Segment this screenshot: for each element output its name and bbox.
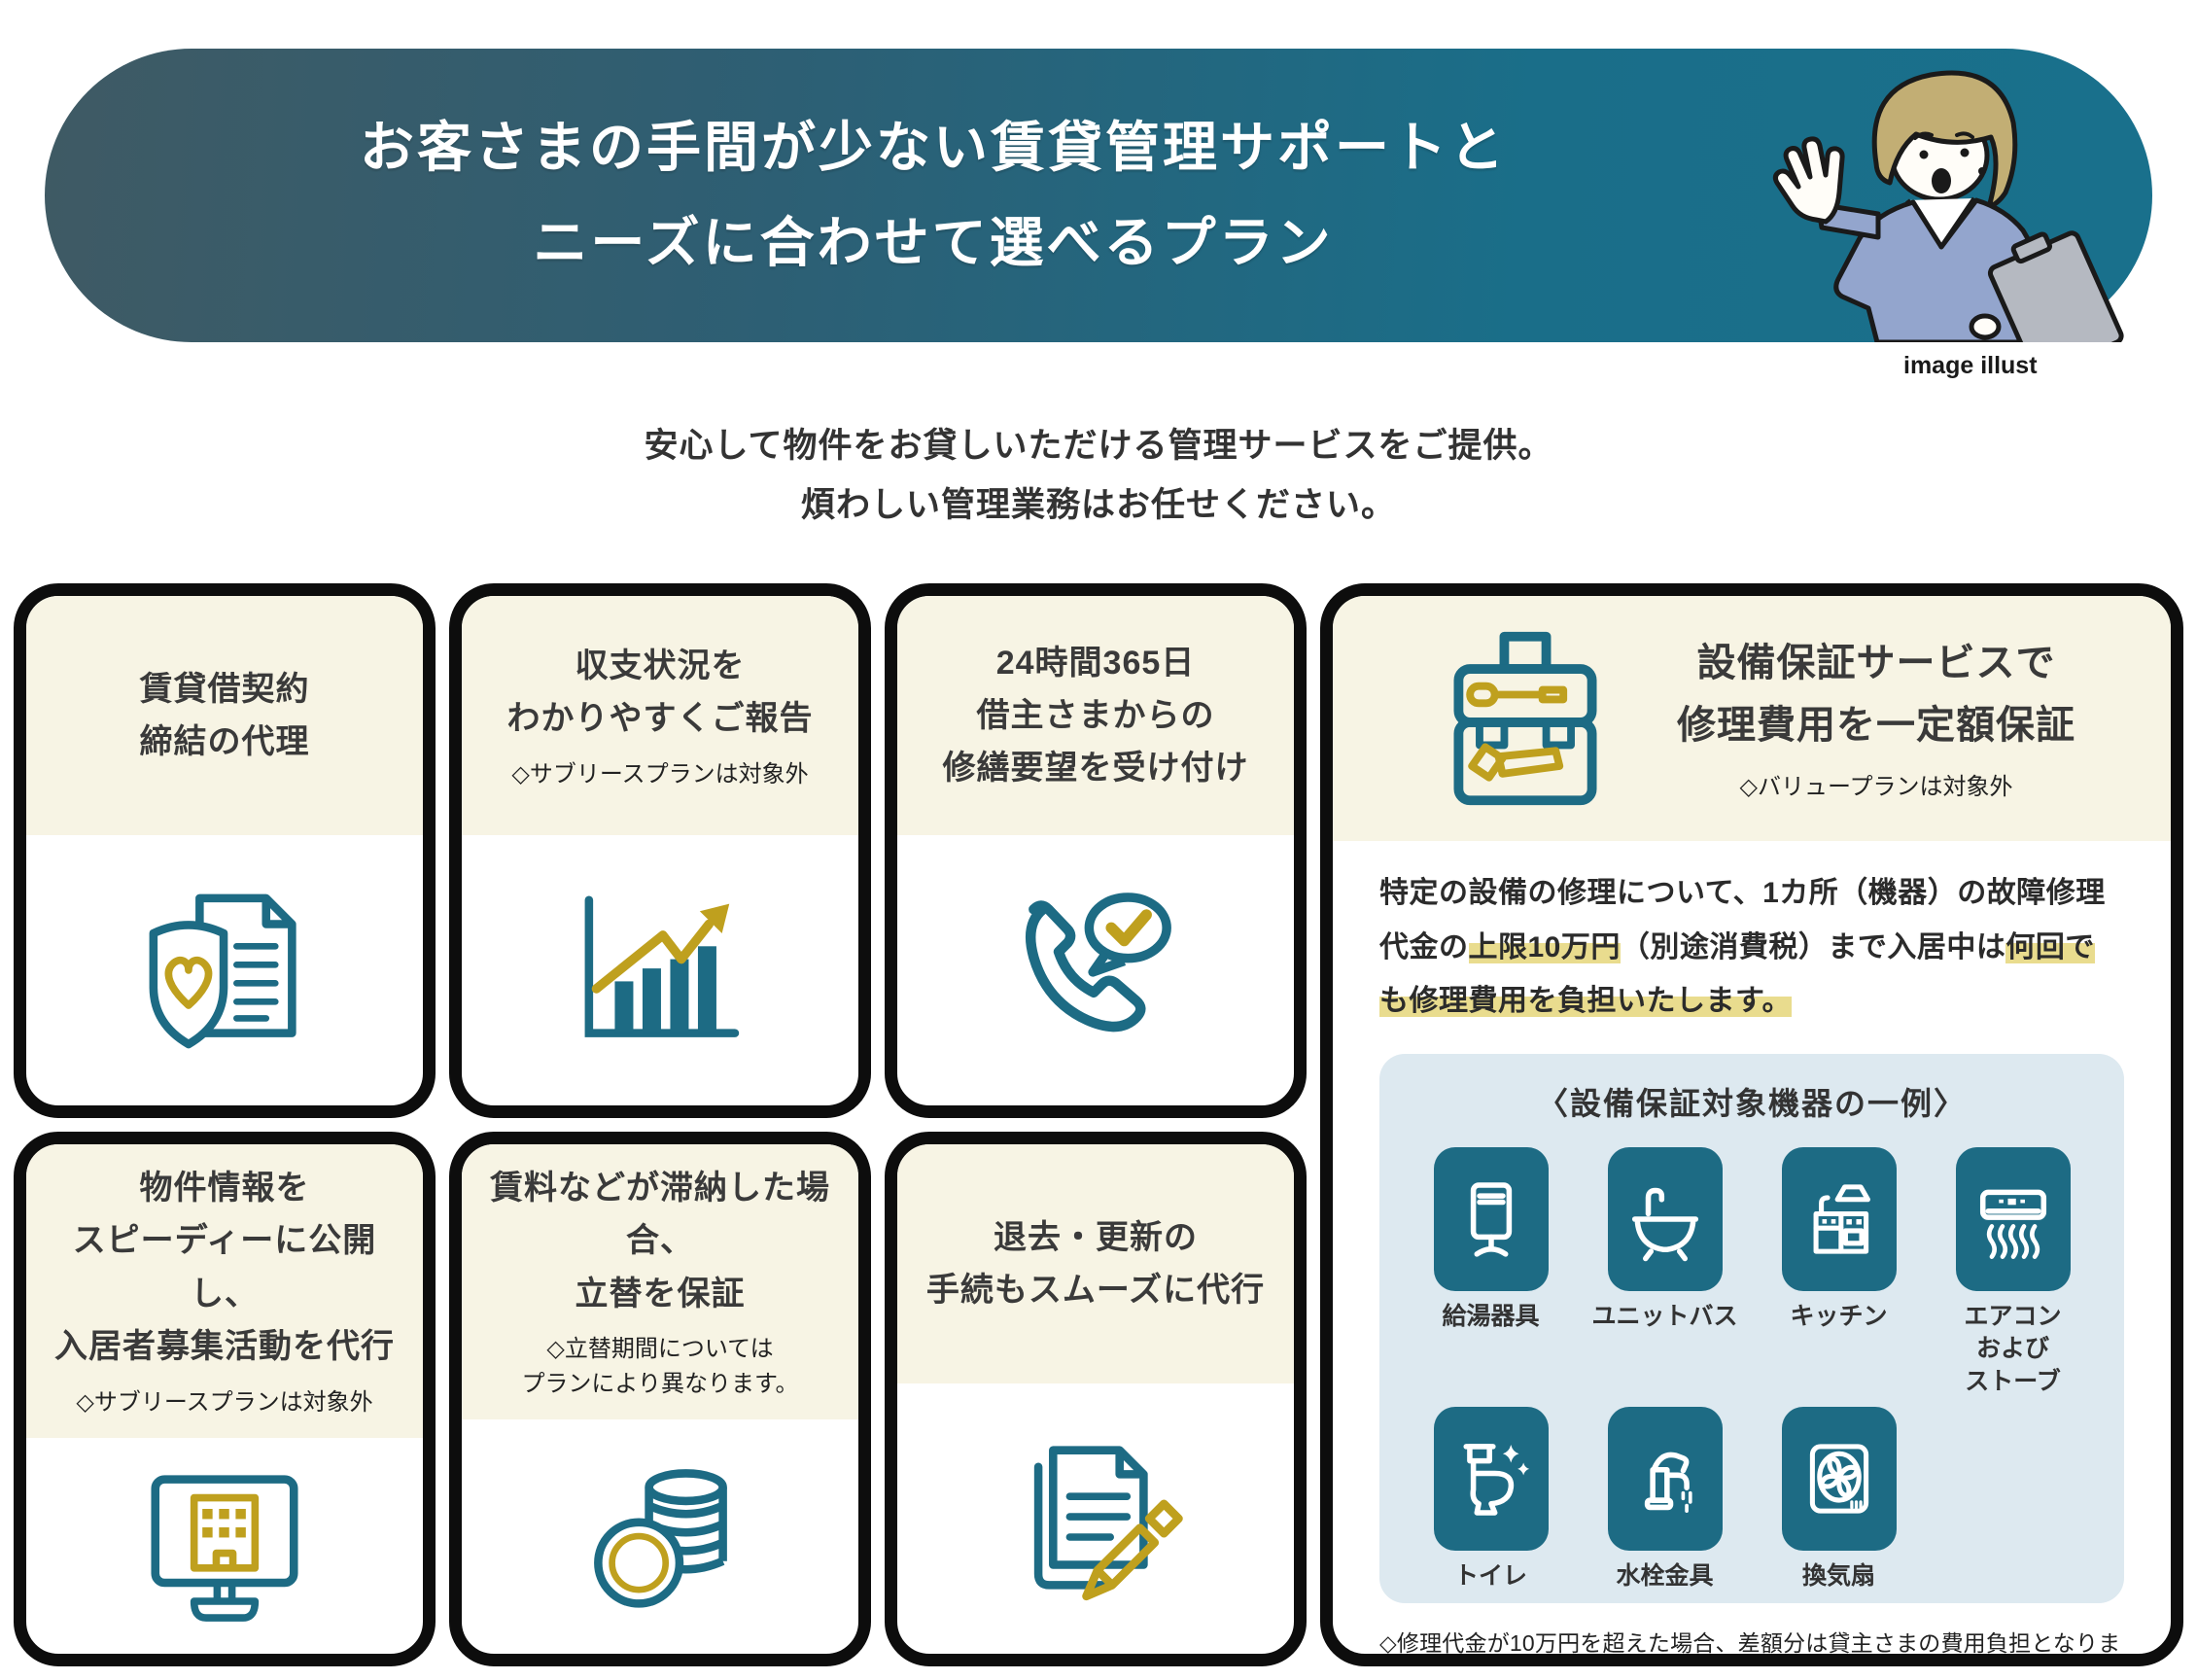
card-repair-requests-body [897, 835, 1294, 1105]
appliance-ventilation-fan: 換気扇 [1761, 1406, 1917, 1593]
card-equipment-guarantee-header: 設備保証サービスで 修理費用を一定額保証 ◇バリュープランは対象外 [1333, 596, 2171, 841]
intro-line2: 煩わしい管理業務はお任せください。 [800, 486, 1396, 525]
card-note: ◇サブリースプランは対象外 [76, 1388, 373, 1416]
card-equipment-guarantee-body: 特定の設備の修理について、1カ所（機器）の故障修理代金の上限10万円（別途消費税… [1333, 841, 2171, 1656]
card-lease-contract: 賃貸借契約 締結の代理 [14, 583, 436, 1118]
guarantee-footnote: ◇修理代金が10万円を超えた場合、差額分は貸主さまの費用負担となります。設備機器… [1379, 1629, 2121, 1656]
card-title: 収支状況を わかりやすくご報告 [506, 647, 814, 738]
card-repair-requests: 24時間365日 借主さまからの 修繕要望を受け付け [885, 583, 1307, 1118]
appliance-tile-grid: 給湯器具 [1412, 1146, 2091, 1593]
coins-icon [594, 1468, 727, 1608]
air-conditioner-icon [1979, 1189, 2046, 1259]
card-note: ◇立替期間については プランにより異なります。 [521, 1336, 799, 1398]
card-title: 賃料などが滞納した場合、 立替を保証 [490, 1170, 830, 1312]
appliance-label: キッチン [1790, 1302, 1888, 1330]
toolbox-icon [1453, 631, 1597, 806]
phone-check-icon [1026, 892, 1171, 1032]
appliance-water-heater: 給湯器具 [1412, 1146, 1569, 1399]
paragraph-segment: （別途消費税）まで入居中は [1620, 930, 2006, 963]
paragraph-segment-highlight: 上限10万円 [1468, 930, 1621, 963]
appliance-kitchen: キッチン [1761, 1146, 1917, 1399]
card-title: 賃貸借契約 締結の代理 [139, 670, 310, 761]
guarantee-paragraph: 特定の設備の修理について、1カ所（機器）の故障修理代金の上限10万円（別途消費税… [1379, 866, 2124, 1029]
card-tenant-recruitment-header: 物件情報を スピーディーに公開し、 入居者募集活動を代行 ◇サブリースプランは対… [26, 1144, 423, 1438]
service-cards-grid: 賃貸借契約 締結の代理 [14, 583, 2183, 1666]
appliance-panel: 〈設備保証対象機器の一例〉 [1379, 1053, 2124, 1603]
paragraph-segment-highlight: 負担いたします。 [1557, 985, 1792, 1017]
appliance-label: 水栓金具 [1616, 1561, 1714, 1590]
appliance-label: 換気扇 [1801, 1561, 1875, 1590]
paragraph-segment: 特定の設備の修理について、1カ所（機器）の故障修理代金の [1379, 877, 2106, 963]
toilet-icon [1462, 1443, 1529, 1516]
card-lease-contract-header: 賃貸借契約 締結の代理 [26, 596, 423, 836]
card-rent-guarantee-header: 賃料などが滞納した場合、 立替を保証 ◇立替期間については プランにより異なりま… [462, 1144, 858, 1420]
guarantee-title: 設備保証サービスで 修理費用を一定額保証 [1677, 642, 2075, 747]
intro-text: 安心して物件をお貸しいただける管理サービスをご提供。 煩わしい管理業務はお任せく… [0, 416, 2197, 536]
monitor-building-icon [151, 1475, 298, 1622]
card-lease-contract-body [26, 835, 423, 1105]
appliance-toilet: トイレ [1412, 1406, 1569, 1593]
banner-title-line2: ニーズに合わせて選べるプラン [533, 212, 1334, 273]
document-pencil-icon [1033, 1446, 1183, 1601]
intro-line1: 安心して物件をお貸しいただける管理サービスをご提供。 [644, 427, 1553, 465]
card-tenant-recruitment: 物件情報を スピーディーに公開し、 入居者募集活動を代行 ◇サブリースプランは対… [14, 1132, 436, 1666]
ventilation-fan-icon [1809, 1444, 1868, 1514]
card-title: 24時間365日 借主さまからの 修繕要望を受け付け [942, 644, 1249, 788]
card-moveout-renewal: 退去・更新の 手続もスムーズに代行 [885, 1132, 1307, 1666]
appliance-label: 給湯器具 [1442, 1302, 1540, 1330]
card-tenant-recruitment-body [26, 1438, 423, 1654]
card-moveout-renewal-body [897, 1383, 1294, 1654]
card-title: 退去・更新の 手続もスムーズに代行 [925, 1218, 1266, 1310]
faucet-icon [1644, 1452, 1692, 1513]
card-note: ◇サブリースプランは対象外 [511, 760, 809, 788]
appliance-label: トイレ [1453, 1561, 1527, 1590]
card-repair-requests-header: 24時間365日 借主さまからの 修繕要望を受け付け [897, 596, 1294, 836]
appliance-faucet: 水栓金具 [1587, 1406, 1743, 1593]
appliance-panel-title: 〈設備保証対象機器の一例〉 [1536, 1085, 1967, 1121]
appliance-label: ユニットバス [1591, 1302, 1738, 1330]
image-illust-caption: image illust [1903, 352, 2038, 379]
presenter-illustration [1772, 70, 2124, 342]
appliance-label: エアコン および ストーブ [1964, 1302, 2062, 1396]
card-moveout-renewal-header: 退去・更新の 手続もスムーズに代行 [897, 1144, 1294, 1384]
bathtub-icon [1631, 1187, 1698, 1261]
card-rent-guarantee-body [462, 1419, 858, 1654]
document-shield-heart-icon [149, 893, 296, 1049]
guarantee-note: ◇バリュープランは対象外 [1739, 774, 2013, 800]
guarantee-titles: 設備保証サービスで 修理費用を一定額保証 ◇バリュープランは対象外 [1677, 632, 2075, 805]
growth-chart-icon [584, 895, 740, 1037]
card-equipment-guarantee: 設備保証サービスで 修理費用を一定額保証 ◇バリュープランは対象外 特定の設備の… [1320, 583, 2183, 1666]
appliance-bathtub: ユニットバス [1587, 1146, 1743, 1399]
card-title: 物件情報を スピーディーに公開し、 入居者募集活動を代行 [54, 1170, 395, 1366]
card-income-report-body [462, 835, 858, 1105]
kitchen-icon [1813, 1183, 1870, 1254]
water-heater-icon [1470, 1181, 1512, 1257]
card-rent-guarantee: 賃料などが滞納した場合、 立替を保証 ◇立替期間については プランにより異なりま… [449, 1132, 871, 1666]
appliance-air-conditioner: エアコン および ストーブ [1935, 1146, 2091, 1399]
card-income-report: 収支状況を わかりやすくご報告 ◇サブリースプランは対象外 [449, 583, 871, 1118]
card-income-report-header: 収支状況を わかりやすくご報告 ◇サブリースプランは対象外 [462, 596, 858, 836]
banner-title-line1: お客さまの手間が少ない賃貸管理サポートと [360, 117, 1507, 178]
